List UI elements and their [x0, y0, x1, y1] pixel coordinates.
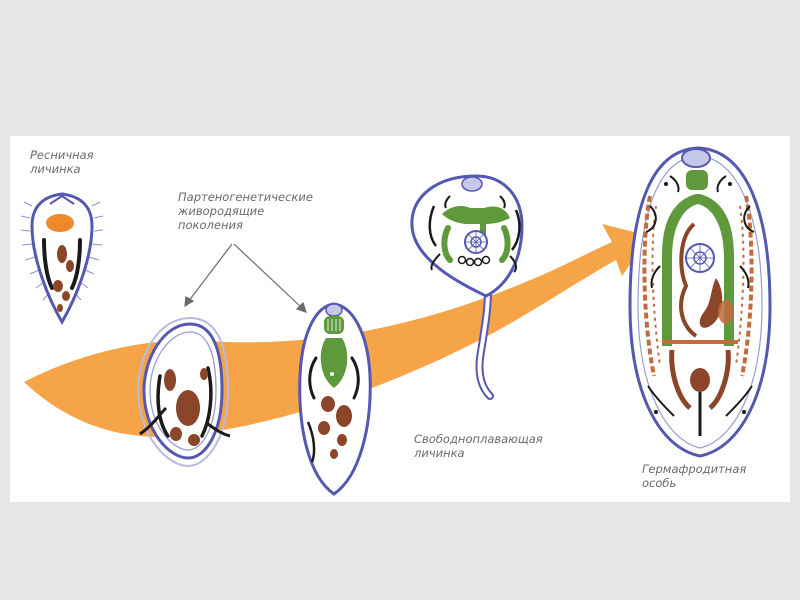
parthenogenetic-generations-label: Партеногенетические живородящие поколени… — [178, 190, 313, 232]
parthenogenetic-label-line1: Партеногенетические — [178, 190, 313, 204]
hermaphrodite-label: Гермафродитная особь — [642, 462, 746, 490]
parthenogenetic-label-line2: живородящие — [178, 204, 265, 218]
redia-drawing — [298, 302, 372, 496]
ciliated-larva-label: Ресничная личинка — [30, 148, 94, 176]
parthenogenetic-label-line3: поколения — [178, 218, 243, 232]
ciliated-larva-label-line1: Ресничная — [30, 148, 94, 162]
sporocyst-drawing — [136, 316, 231, 468]
hermaphrodite-label-line1: Гермафродитная — [642, 462, 747, 476]
free-swimming-label-line1: Свободноплавающая — [414, 432, 543, 446]
ciliated-larva-drawing — [20, 192, 104, 325]
hermaphrodite-label-line2: особь — [642, 476, 677, 490]
diagram-panel: Ресничная личинка Партеногенетические жи… — [10, 136, 790, 502]
free-swimming-larva-label: Свободноплавающая личинка — [414, 432, 543, 460]
ciliated-larva-label-line2: личинка — [30, 162, 81, 176]
life-cycle-diagram — [20, 146, 772, 496]
label-pointers — [184, 243, 307, 313]
adult-fluke-drawing — [628, 146, 772, 458]
free-swimming-label-line2: личинка — [414, 446, 465, 460]
cercaria-drawing — [410, 174, 524, 400]
